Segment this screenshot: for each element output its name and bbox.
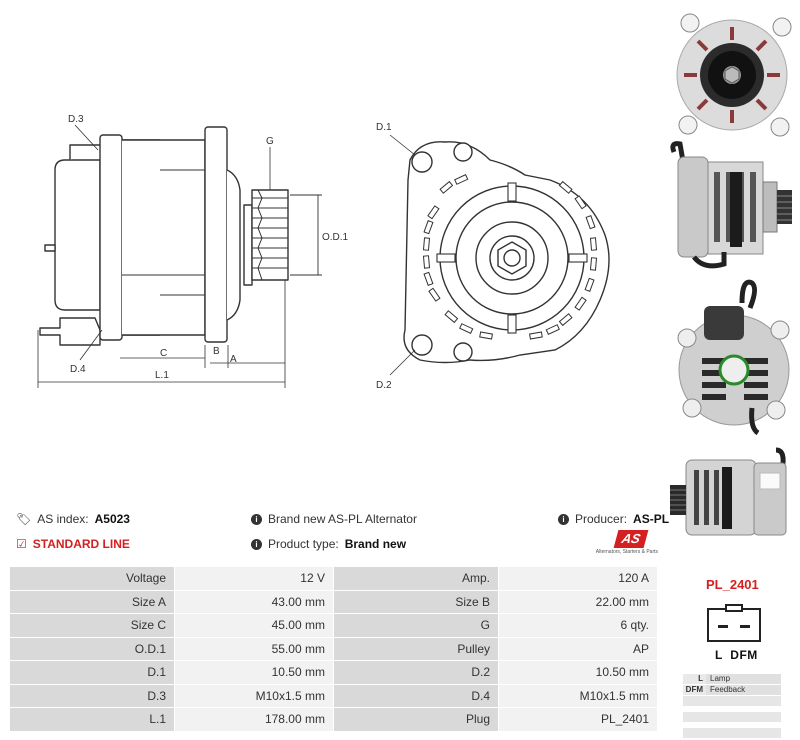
label-c: C: [160, 348, 167, 359]
spec-label: Size A: [8, 589, 176, 614]
brand-row: i Brand new AS-PL Alternator: [251, 512, 417, 526]
logo-text: AS: [620, 531, 643, 546]
spec-value: 22.00 mm: [498, 589, 658, 614]
spec-value: M10x1.5 mm: [174, 683, 334, 708]
spec-value: 178.00 mm: [174, 707, 334, 732]
alternator-angle-photo[interactable]: [666, 445, 800, 545]
legend-desc: Feedback: [706, 685, 781, 695]
spec-label: Plug: [332, 707, 500, 732]
label-a: A: [230, 354, 237, 365]
plug-title: PL_2401: [706, 577, 759, 592]
producer-label: Producer:: [575, 512, 628, 526]
alternator-rear-photo[interactable]: [672, 278, 800, 438]
legend-blank-row: [683, 696, 781, 706]
spec-label: D.2: [332, 660, 500, 685]
spec-value: PL_2401: [498, 707, 658, 732]
side-view-drawing: D.3 D.4 G O.D.1 B C A L.1: [37, 114, 349, 388]
spec-value: 55.00 mm: [174, 636, 334, 661]
legend-row: DFM Feedback: [683, 685, 781, 695]
plug-legend: L Lamp DFM Feedback: [683, 674, 781, 740]
standard-line-row: ☑ STANDARD LINE: [16, 537, 130, 551]
label-d3: D.3: [68, 114, 84, 125]
spec-value: 120 A: [498, 566, 658, 591]
info-icon: i: [251, 538, 262, 550]
spec-value: AP: [498, 636, 658, 661]
spec-label: Voltage: [8, 566, 176, 591]
producer-value: AS-PL: [633, 512, 670, 526]
label-g: G: [266, 136, 274, 147]
logo-mark: AS: [613, 530, 649, 548]
label-d1: D.1: [376, 122, 392, 133]
label-od1: O.D.1: [322, 232, 349, 243]
spec-label: Size B: [332, 589, 500, 614]
legend-desc: Lamp: [706, 674, 781, 684]
spec-value: 45.00 mm: [174, 613, 334, 638]
spec-value: 10.50 mm: [174, 660, 334, 685]
info-icon: i: [558, 513, 569, 525]
tag-icon: 🏷: [16, 512, 32, 526]
spec-value: 12 V: [174, 566, 334, 591]
spec-label: Amp.: [332, 566, 500, 591]
spec-value: M10x1.5 mm: [498, 683, 658, 708]
spec-value: 10.50 mm: [498, 660, 658, 685]
spec-label: Pulley: [332, 636, 500, 661]
spec-label: D.3: [8, 683, 176, 708]
spec-value: 6 qty.: [498, 613, 658, 638]
spec-value: 43.00 mm: [174, 589, 334, 614]
legend-key: L: [683, 674, 706, 684]
legend-key: DFM: [683, 685, 706, 695]
checkbox-icon: ☑: [16, 537, 27, 551]
info-icon: i: [251, 513, 262, 525]
plug-connector-icon: [707, 604, 761, 642]
front-view-drawing: D.1 D.2: [376, 122, 610, 391]
label-d2: D.2: [376, 380, 392, 391]
legend-blank-row: [683, 712, 781, 722]
spec-label: O.D.1: [8, 636, 176, 661]
brand-text: Brand new AS-PL Alternator: [268, 512, 417, 526]
as-pl-logo: AS Alternators, Starters & Parts: [594, 530, 658, 558]
legend-blank-row: [683, 728, 781, 738]
product-type-label: Product type:: [268, 537, 339, 551]
label-l1: L.1: [155, 370, 169, 381]
plug-pins: L DFM: [715, 648, 758, 662]
spec-label: D.4: [332, 683, 500, 708]
as-index-row: 🏷 AS index: A5023: [16, 512, 130, 526]
label-d4: D.4: [70, 364, 86, 375]
logo-tagline: Alternators, Starters & Parts: [595, 549, 658, 555]
spec-label: D.1: [8, 660, 176, 685]
product-type-value: Brand new: [344, 537, 407, 551]
as-index-value: A5023: [94, 512, 130, 526]
alternator-side-photo[interactable]: [664, 141, 800, 272]
spec-label: Size C: [8, 613, 176, 638]
product-type-row: i Product type: Brand new: [251, 537, 406, 551]
spec-label: G: [332, 613, 500, 638]
producer-row: i Producer: AS-PL: [558, 512, 669, 526]
standard-line-label: STANDARD LINE: [32, 537, 130, 551]
label-b: B: [213, 346, 220, 357]
as-index-label: AS index:: [37, 512, 89, 526]
alternator-front-photo[interactable]: [672, 5, 800, 140]
spec-label: L.1: [8, 707, 176, 732]
legend-row: L Lamp: [683, 674, 781, 684]
